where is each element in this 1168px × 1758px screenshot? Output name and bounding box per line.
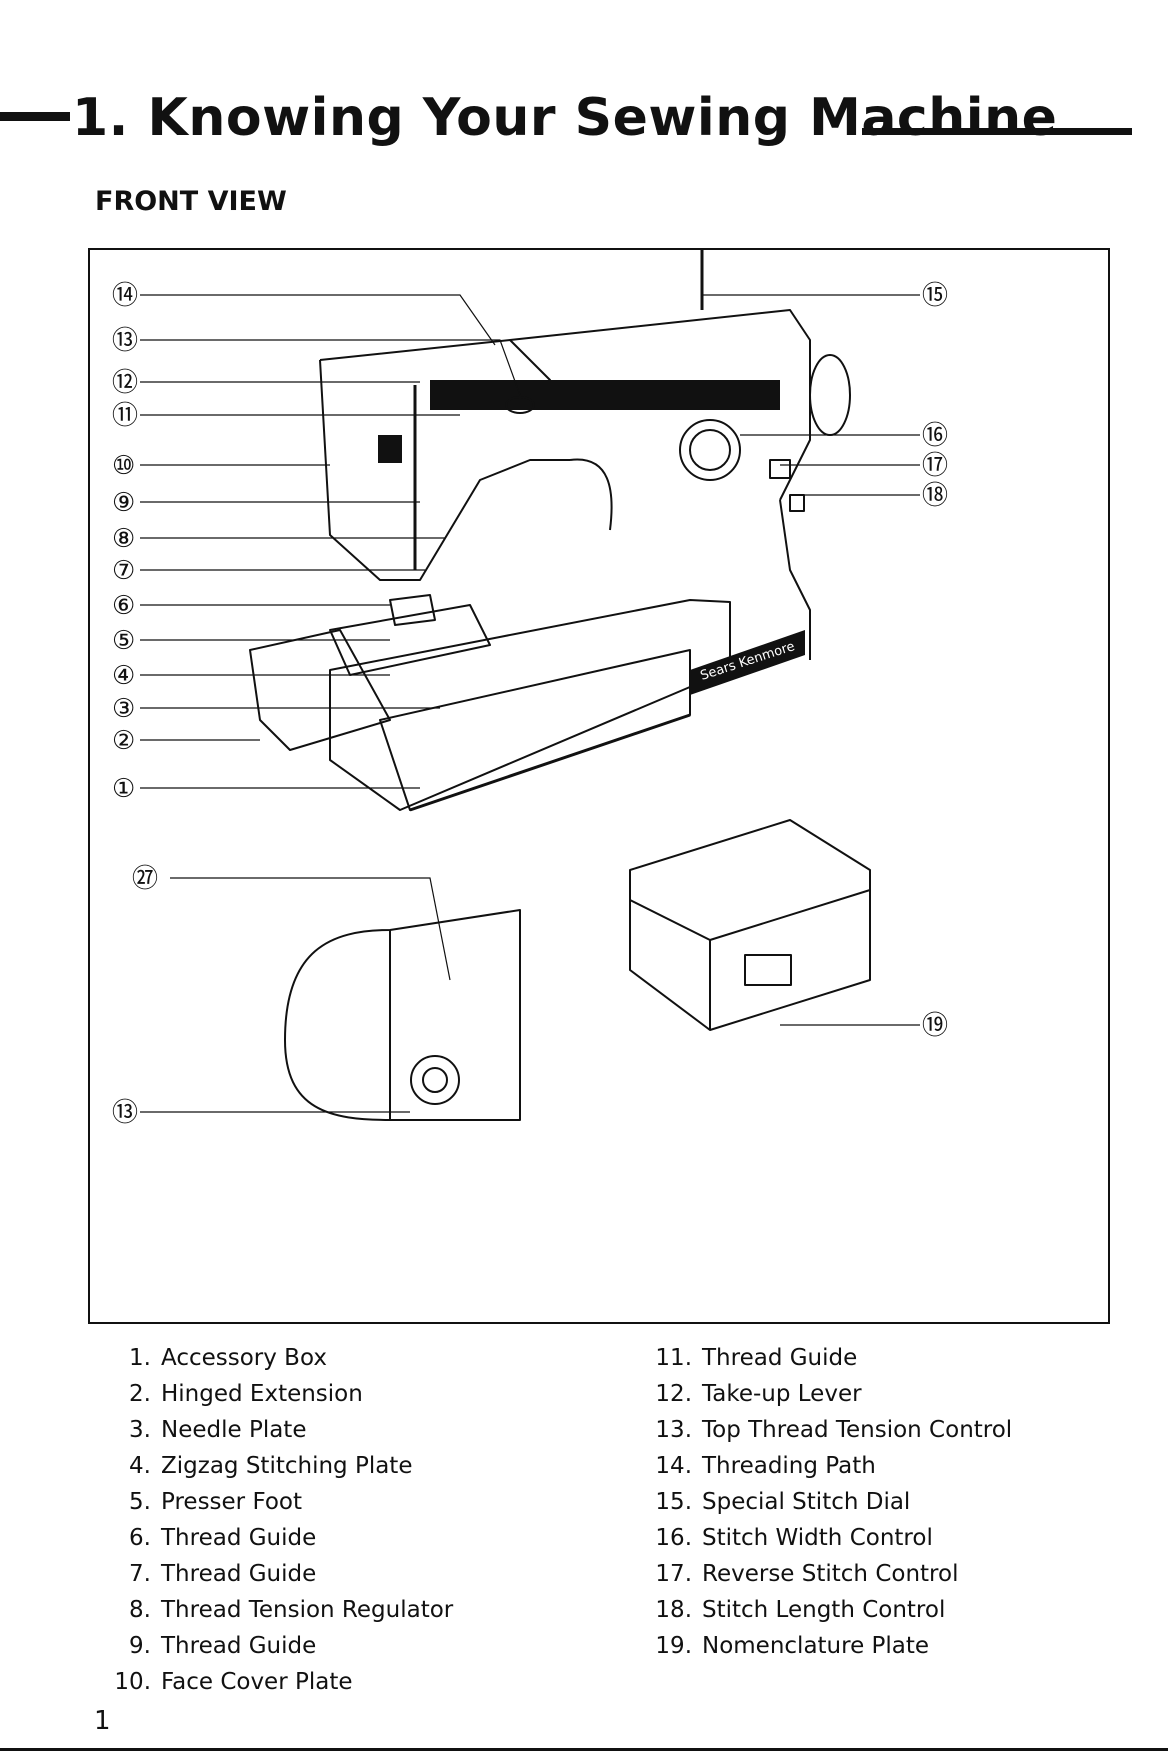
tension-knob	[505, 396, 535, 414]
callout-11: ⑪	[112, 401, 138, 431]
presser-foot-outline	[389, 594, 436, 626]
callout-9: ⑨	[112, 488, 135, 518]
accessory-box-edge	[409, 713, 691, 812]
reverse-control	[769, 459, 791, 479]
part-item: 1.Accessory Box	[129, 1345, 327, 1371]
title-row: 1. Knowing Your Sewing Machine	[0, 88, 1168, 168]
callout-7: ⑦	[112, 556, 135, 586]
pillar-outline	[779, 499, 811, 660]
closeup-right-rim	[629, 889, 871, 941]
part-item: 8.Thread Tension Regulator	[129, 1597, 454, 1623]
part-item: 16.Stitch Width Control	[655, 1525, 933, 1551]
callout-5: ⑤	[112, 626, 135, 656]
callout-4: ④	[112, 661, 135, 691]
bottom-rule	[0, 1748, 1168, 1751]
callout-16: ⑯	[922, 421, 948, 451]
head-outline	[319, 359, 570, 581]
callout-18: ⑱	[922, 481, 948, 511]
callout-12: ⑫	[112, 368, 138, 398]
part-item: 6.Thread Guide	[129, 1525, 317, 1551]
page-title: 1. Knowing Your Sewing Machine	[72, 88, 1058, 148]
callout-15: ⑮	[922, 281, 948, 311]
parts-list-column-1: 1.Accessory Box 2.Hinged Extension 3.Nee…	[95, 1340, 453, 1700]
arm-throat	[569, 458, 613, 531]
callout-14: ⑭	[112, 281, 138, 311]
closeup-left-outline	[284, 909, 521, 1121]
part-item: 9.Thread Guide	[129, 1633, 317, 1659]
parts-list-column-2: 11.Thread Guide 12.Take-up Lever 13.Top …	[636, 1340, 1012, 1664]
face-plate-window	[378, 435, 402, 463]
title-rule-left	[0, 112, 70, 121]
part-item: 7.Thread Guide	[129, 1561, 317, 1587]
callout-3: ③	[112, 694, 135, 724]
section-heading: FRONT VIEW	[95, 186, 287, 217]
callout-8: ⑧	[112, 524, 135, 554]
arm-outline	[319, 309, 811, 501]
part-item: 10.Face Cover Plate	[114, 1669, 353, 1695]
callout-17: ⑰	[922, 451, 948, 481]
brand-plate: Sears Kenmore	[690, 630, 805, 695]
part-item: 12.Take-up Lever	[655, 1381, 862, 1407]
callout-13-closeup: ⑬	[112, 1098, 138, 1128]
callout-1: ①	[112, 774, 135, 804]
part-item: 5.Presser Foot	[129, 1489, 303, 1515]
callout-10: ⑩	[112, 451, 135, 481]
callout-6: ⑥	[112, 591, 135, 621]
part-item: 3.Needle Plate	[129, 1417, 307, 1443]
length-control	[789, 494, 805, 512]
callout-19: ⑲	[922, 1011, 948, 1041]
page-number: 1	[94, 1706, 111, 1736]
hand-wheel	[809, 354, 851, 436]
machine-drawing: Sears Kenmore ⑭	[112, 250, 948, 1128]
machine-bed-outline	[329, 599, 731, 811]
part-item: 14.Threading Path	[655, 1453, 876, 1479]
front-window-strip	[430, 380, 780, 410]
needle-plate-outline	[329, 604, 491, 676]
callout-27: ㉗	[132, 864, 158, 894]
closeup-tension-dial-inner	[422, 1067, 448, 1093]
part-item: 17.Reverse Stitch Control	[655, 1561, 959, 1587]
part-item: 13.Top Thread Tension Control	[655, 1417, 1013, 1443]
stitch-dial-inner	[689, 429, 731, 471]
closeup-tension-dial	[410, 1055, 460, 1105]
part-item: 4.Zigzag Stitching Plate	[129, 1453, 413, 1479]
hinged-extension-outline	[249, 629, 391, 751]
part-item: 11.Thread Guide	[655, 1345, 858, 1371]
part-item: 18.Stitch Length Control	[655, 1597, 946, 1623]
machine-illustration: Sears Kenmore ⑭	[88, 248, 1110, 1324]
part-item: 15.Special Stitch Dial	[655, 1489, 911, 1515]
callout-13: ⑬	[112, 326, 138, 356]
closeup-right-outline	[629, 819, 871, 1031]
stitch-dial	[679, 419, 741, 481]
callout-2: ②	[112, 726, 135, 756]
nomenclature-plate	[744, 954, 792, 986]
title-rule-right	[862, 128, 1132, 135]
part-item: 2.Hinged Extension	[129, 1381, 363, 1407]
part-item: 19.Nomenclature Plate	[655, 1633, 930, 1659]
